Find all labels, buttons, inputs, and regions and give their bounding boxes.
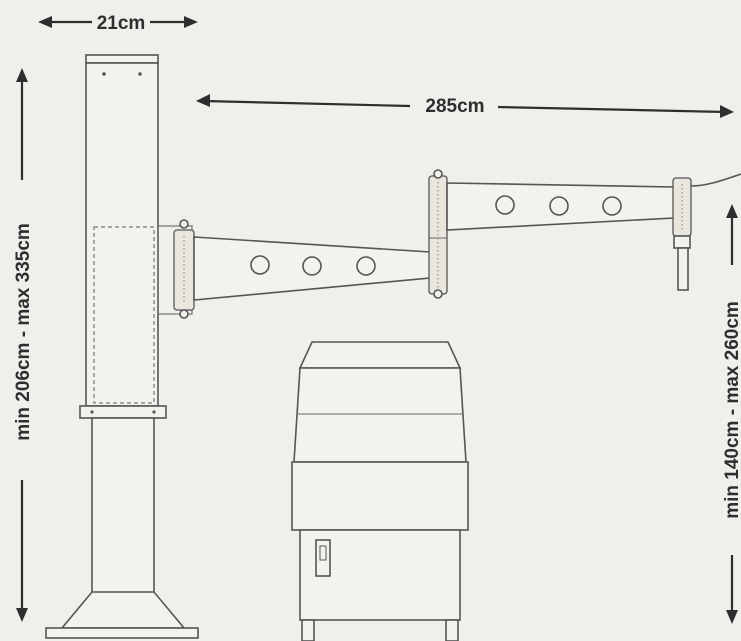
arm-hole	[495, 195, 515, 215]
end-collar	[673, 235, 691, 249]
column-hinge	[157, 219, 195, 319]
column-bolt	[138, 72, 142, 76]
arm-reach-label: 285cm	[425, 96, 484, 117]
machine-leg	[445, 619, 459, 641]
hinge-bolt	[179, 219, 189, 229]
machine-lid	[298, 341, 462, 369]
first-arm	[193, 236, 431, 301]
working-height-dimension: min 140cm - max 260cm	[722, 204, 741, 624]
column-base-plate	[45, 627, 199, 639]
machine-switch	[315, 539, 331, 577]
end-tool-shaft	[677, 247, 689, 291]
column-width-label: 21cm	[97, 13, 146, 34]
collar-bolt	[90, 410, 94, 414]
hinge-bolt	[433, 169, 443, 179]
second-arm	[446, 182, 675, 231]
collar-bolt	[152, 410, 156, 414]
arm-hole	[250, 255, 270, 275]
arm-reach-dimension: 285cm	[196, 94, 734, 118]
column-width-dimension: 21cm	[38, 13, 198, 34]
machine-upper-body	[293, 367, 467, 463]
arm-hole	[302, 256, 322, 276]
end-hinge-bearing	[672, 177, 692, 237]
support-column	[45, 54, 199, 639]
working-height-label: min 140cm - max 260cm	[722, 301, 741, 519]
column-base-brace	[60, 591, 186, 629]
arm-hole	[602, 196, 622, 216]
machine	[291, 341, 469, 641]
hinge-bolt	[179, 309, 189, 319]
machine-leg	[301, 619, 315, 641]
column-hinge-bearing	[173, 229, 195, 311]
column-bolt	[102, 72, 106, 76]
column-top-cap	[85, 54, 159, 64]
middle-hinge	[428, 169, 448, 299]
hinge-bolt	[433, 289, 443, 299]
arm-hole	[549, 196, 569, 216]
machine-band	[291, 461, 469, 531]
inner-telescopic-tube	[93, 226, 155, 404]
end-effector	[672, 173, 741, 291]
column-height-dimension: min 206cm - max 335cm	[13, 68, 34, 622]
column-upper-body	[85, 62, 159, 407]
supply-cable	[690, 173, 741, 187]
arm-hole	[356, 256, 376, 276]
column-height-label: min 206cm - max 335cm	[13, 223, 34, 441]
